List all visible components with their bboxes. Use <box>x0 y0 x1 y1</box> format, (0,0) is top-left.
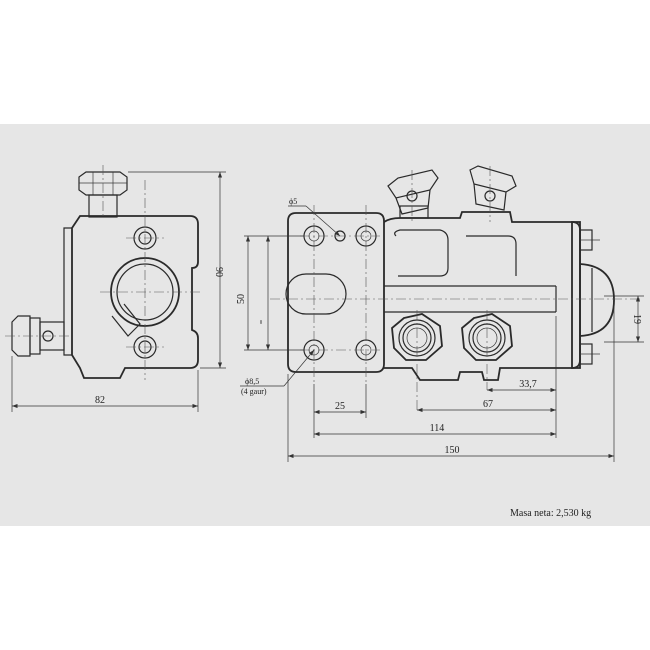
dimension-150-label: 150 <box>445 445 460 456</box>
dimension-82-label: 82 <box>95 395 105 406</box>
dimension-67-label: 67 <box>483 399 493 410</box>
dimension-19 <box>604 295 644 343</box>
dimension-25 <box>313 384 367 418</box>
mass-note: Masa neta: 2,530 kg <box>510 508 591 519</box>
dimension-25-label: 25 <box>335 401 345 412</box>
front-view <box>270 165 640 410</box>
dimension-33-7 <box>487 316 557 396</box>
dimension-equal-label: = <box>257 319 266 324</box>
dimension-50-label: 50 <box>236 294 247 304</box>
dimension-82 <box>11 356 199 412</box>
drawing-sheet: 90 82 <box>0 124 650 526</box>
dimension-67 <box>417 396 557 416</box>
technical-drawing: 90 82 <box>5 165 644 519</box>
top-fitting-left <box>387 169 439 219</box>
dimension-90 <box>128 171 226 369</box>
dimension-114-label: 114 <box>430 423 445 434</box>
dimension-phi85-label: ϕ8,5 <box>245 377 259 386</box>
side-view <box>5 165 200 380</box>
top-fitting-right <box>469 165 517 211</box>
dimension-phi85 <box>240 349 315 387</box>
dimension-150 <box>287 302 615 462</box>
dimension-114 <box>313 416 557 438</box>
dimension-phi5 <box>288 205 341 237</box>
dimension-50 <box>244 235 304 351</box>
dimension-33-7-label: 33,7 <box>519 379 537 390</box>
dimension-phi85-note: (4 gaur) <box>241 387 267 396</box>
dimension-19-label: 19 <box>631 314 642 324</box>
dimension-phi5-label: ϕ5 <box>289 197 297 206</box>
dimension-90-label: 90 <box>213 267 224 277</box>
